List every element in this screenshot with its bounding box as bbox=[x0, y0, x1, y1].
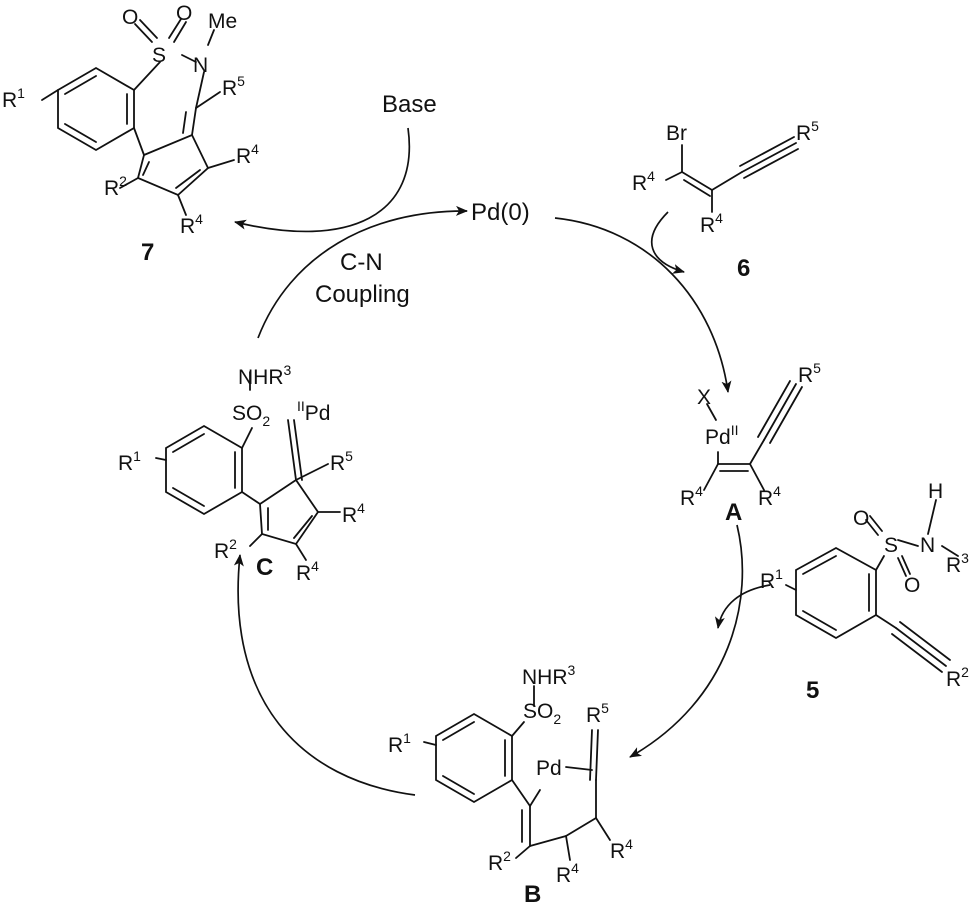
bromoenyne-6: Br R4 R4 R5 6 bbox=[632, 118, 819, 282]
svg-text:O: O bbox=[122, 6, 138, 29]
svg-text:R4: R4 bbox=[700, 210, 723, 237]
svg-text:R5: R5 bbox=[222, 73, 245, 100]
svg-text:NHR3: NHR3 bbox=[238, 362, 292, 389]
svg-text:X: X bbox=[697, 386, 711, 409]
coupling-label-line1: C-N bbox=[340, 249, 383, 276]
arrow-5-feed bbox=[714, 584, 771, 629]
svg-text:C: C bbox=[256, 554, 273, 581]
svg-text:R4: R4 bbox=[680, 483, 703, 510]
svg-text:5: 5 bbox=[806, 677, 819, 704]
arrow-A-to-B bbox=[629, 524, 744, 758]
svg-text:R2: R2 bbox=[946, 664, 969, 691]
svg-text:7: 7 bbox=[141, 239, 154, 266]
svg-text:Me: Me bbox=[208, 10, 237, 33]
svg-text:O: O bbox=[176, 2, 192, 25]
arrow-pd0-to-A bbox=[554, 217, 732, 393]
svg-text:O: O bbox=[904, 574, 920, 597]
svg-text:R1: R1 bbox=[760, 566, 783, 593]
product-7: S O O N Me R1 R5 R4 R2 R4 7 bbox=[2, 2, 259, 266]
svg-text:SO2: SO2 bbox=[232, 402, 270, 429]
base-label: Base bbox=[382, 91, 437, 118]
svg-text:R4: R4 bbox=[610, 836, 633, 863]
catalyst-label: Pd(0) bbox=[471, 199, 530, 226]
arrow-6-feed bbox=[650, 211, 685, 274]
svg-text:R4: R4 bbox=[180, 211, 203, 238]
svg-text:R5: R5 bbox=[586, 700, 609, 727]
svg-text:6: 6 bbox=[737, 255, 750, 282]
svg-text:R4: R4 bbox=[296, 558, 319, 585]
svg-text:R4: R4 bbox=[342, 500, 365, 527]
svg-text:H: H bbox=[928, 480, 943, 503]
svg-text:B: B bbox=[524, 881, 541, 908]
cycle-arrows bbox=[233, 127, 771, 796]
intermediate-B: NHR3 SO2 Pd R1 R2 R4 R4 R5 B bbox=[388, 662, 633, 908]
svg-text:N: N bbox=[193, 54, 208, 77]
arrow-C-to-pd0 bbox=[257, 205, 468, 339]
svg-text:IIPd: IIPd bbox=[297, 398, 330, 425]
svg-text:O: O bbox=[853, 507, 869, 530]
intermediate-C: NHR3 SO2 IIPd R1 R5 R4 R2 R4 C bbox=[118, 362, 365, 585]
svg-text:SO2: SO2 bbox=[523, 700, 561, 727]
svg-text:R1: R1 bbox=[388, 730, 411, 757]
svg-text:S: S bbox=[152, 44, 166, 67]
svg-text:A: A bbox=[725, 499, 742, 526]
arrow-B-to-C bbox=[233, 554, 416, 796]
svg-text:R4: R4 bbox=[236, 141, 259, 168]
svg-text:R4: R4 bbox=[556, 860, 579, 887]
svg-text:N: N bbox=[920, 534, 935, 557]
svg-text:R4: R4 bbox=[758, 483, 781, 510]
svg-text:R2: R2 bbox=[488, 848, 511, 875]
svg-text:NHR3: NHR3 bbox=[522, 662, 576, 689]
coupling-label-line2: Coupling bbox=[315, 281, 410, 308]
svg-text:Pd: Pd bbox=[536, 757, 562, 780]
intermediate-A: X PdII R4 R4 R5 A bbox=[680, 360, 821, 526]
svg-text:R4: R4 bbox=[632, 168, 655, 195]
sulfonamide-5: H S O O N R3 R1 R2 5 bbox=[760, 480, 969, 704]
svg-text:R2: R2 bbox=[214, 536, 237, 563]
svg-text:R5: R5 bbox=[798, 360, 821, 387]
arrow-base-to-7 bbox=[234, 127, 411, 233]
svg-text:R1: R1 bbox=[2, 85, 25, 112]
svg-text:R5: R5 bbox=[796, 118, 819, 145]
svg-text:R2: R2 bbox=[104, 173, 127, 200]
svg-text:S: S bbox=[884, 534, 898, 557]
svg-text:PdII: PdII bbox=[705, 422, 738, 449]
svg-text:R3: R3 bbox=[946, 550, 969, 577]
svg-text:R5: R5 bbox=[330, 448, 353, 475]
svg-text:Br: Br bbox=[666, 122, 687, 145]
svg-text:R1: R1 bbox=[118, 448, 141, 475]
